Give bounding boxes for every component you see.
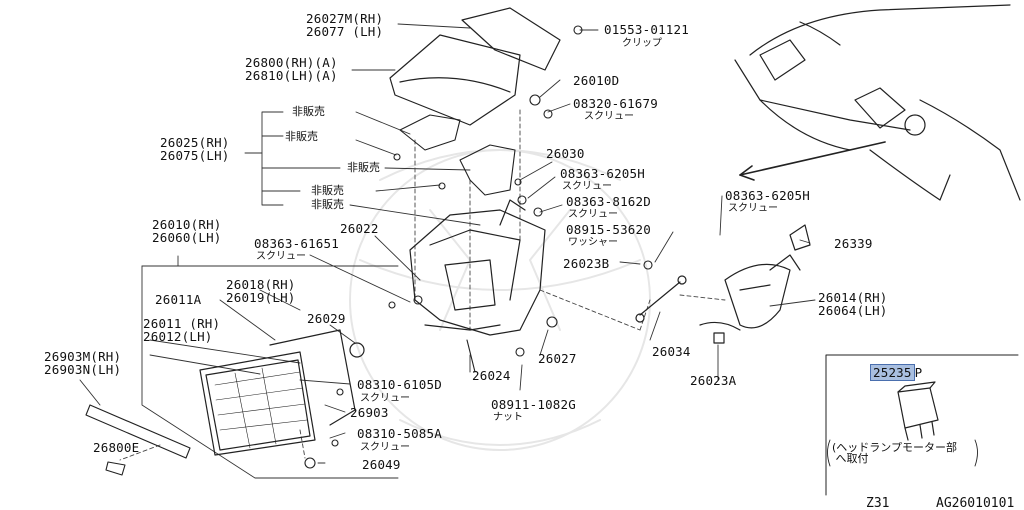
label-08363-61651-jp: スクリュー bbox=[256, 251, 306, 262]
cover-brackets bbox=[393, 114, 516, 196]
label-motor-note: (ヘッドランプモーター部 へ取付 bbox=[832, 441, 957, 465]
leader-lines bbox=[79, 23, 816, 479]
label-08363-6205H-a-jp: スクリュー bbox=[562, 181, 612, 192]
label-26023B: 26023B bbox=[563, 256, 610, 271]
label-26049: 26049 bbox=[362, 457, 401, 472]
label-08911: 08911-1082G bbox=[491, 397, 576, 412]
model-code: Z31 bbox=[866, 496, 890, 510]
label-nonsale-5: 非販売 bbox=[311, 198, 344, 211]
label-26010: 26010(RH) 26060(LH) bbox=[152, 217, 222, 245]
label-08310-5085A: 08310-5085A bbox=[357, 426, 442, 441]
inset-frame bbox=[825, 354, 1019, 496]
label-08320-jp: スクリュー bbox=[584, 111, 634, 122]
fasteners bbox=[304, 25, 653, 469]
label-26010D: 26010D bbox=[573, 73, 620, 88]
part-suffix: P bbox=[914, 365, 923, 380]
label-01553: 01553-01121 bbox=[604, 22, 689, 37]
highlighted-part-number[interactable]: 25235 bbox=[870, 364, 915, 381]
label-26018: 26018(RH) 26019(LH) bbox=[226, 277, 296, 305]
label-26030: 26030 bbox=[546, 146, 585, 161]
label-26025: 26025(RH) 26075(LH) bbox=[160, 135, 230, 163]
label-26029: 26029 bbox=[307, 311, 346, 326]
label-08915-jp: ワッシャー bbox=[568, 237, 618, 248]
label-26011A: 26011A bbox=[155, 292, 202, 307]
label-26034: 26034 bbox=[652, 344, 691, 359]
label-26022: 26022 bbox=[340, 221, 379, 236]
label-nonsale-4: 非販売 bbox=[311, 184, 344, 197]
label-08363-6205H-a: 08363-6205H bbox=[560, 166, 645, 181]
label-26800E: 26800E bbox=[93, 440, 140, 455]
label-nonsale-3: 非販売 bbox=[347, 161, 380, 174]
diagram-code: AG26010101 bbox=[936, 496, 1015, 510]
headlamp-housing bbox=[409, 199, 546, 336]
label-26011: 26011 (RH) 26012(LH) bbox=[143, 316, 221, 344]
motor-relay-drawing bbox=[897, 381, 939, 441]
label-01553-jp: クリップ bbox=[622, 38, 662, 49]
label-08363-6205H-b-jp: スクリュー bbox=[728, 203, 778, 214]
label-26339: 26339 bbox=[834, 236, 873, 251]
label-26903: 26903 bbox=[350, 405, 389, 420]
headlamp-unit bbox=[199, 329, 365, 456]
label-08310-6105D: 08310-6105D bbox=[357, 377, 442, 392]
label-26027: 26027M(RH) 26077 (LH) bbox=[306, 11, 384, 39]
label-26014: 26014(RH) 26064(LH) bbox=[818, 290, 888, 318]
label-26903M: 26903M(RH) 26903N(LH) bbox=[44, 349, 122, 377]
label-26023A: 26023A bbox=[690, 373, 737, 388]
label-nonsale-2: 非販売 bbox=[285, 130, 318, 143]
pointer-arrow bbox=[739, 141, 886, 181]
label-nonsale-1: 非販売 bbox=[292, 105, 325, 118]
car-front-outline bbox=[734, 4, 1021, 201]
label-08363-61651: 08363-61651 bbox=[254, 236, 339, 251]
label-08363-8162D-jp: スクリュー bbox=[568, 209, 618, 220]
label-26024: 26024 bbox=[472, 368, 511, 383]
label-08363-6205H-b: 08363-6205H bbox=[725, 188, 810, 203]
label-08915: 08915-53620 bbox=[566, 222, 651, 237]
label-08363-8162D: 08363-8162D bbox=[566, 194, 651, 209]
label-08911-jp: ナット bbox=[493, 412, 523, 423]
bezel-strip bbox=[85, 404, 191, 476]
label-26027-b: 26027 bbox=[538, 351, 577, 366]
label-08310-5085A-jp: スクリュー bbox=[360, 442, 410, 453]
headlamp-cover bbox=[389, 7, 561, 126]
label-26800: 26800(RH)(A) 26810(LH)(A) bbox=[245, 55, 338, 83]
label-08320: 08320-61679 bbox=[573, 96, 658, 111]
motor-assembly bbox=[699, 224, 811, 344]
note-bracket bbox=[827, 439, 978, 467]
label-08310-6105D-jp: スクリュー bbox=[360, 393, 410, 404]
link-rod bbox=[635, 275, 687, 323]
